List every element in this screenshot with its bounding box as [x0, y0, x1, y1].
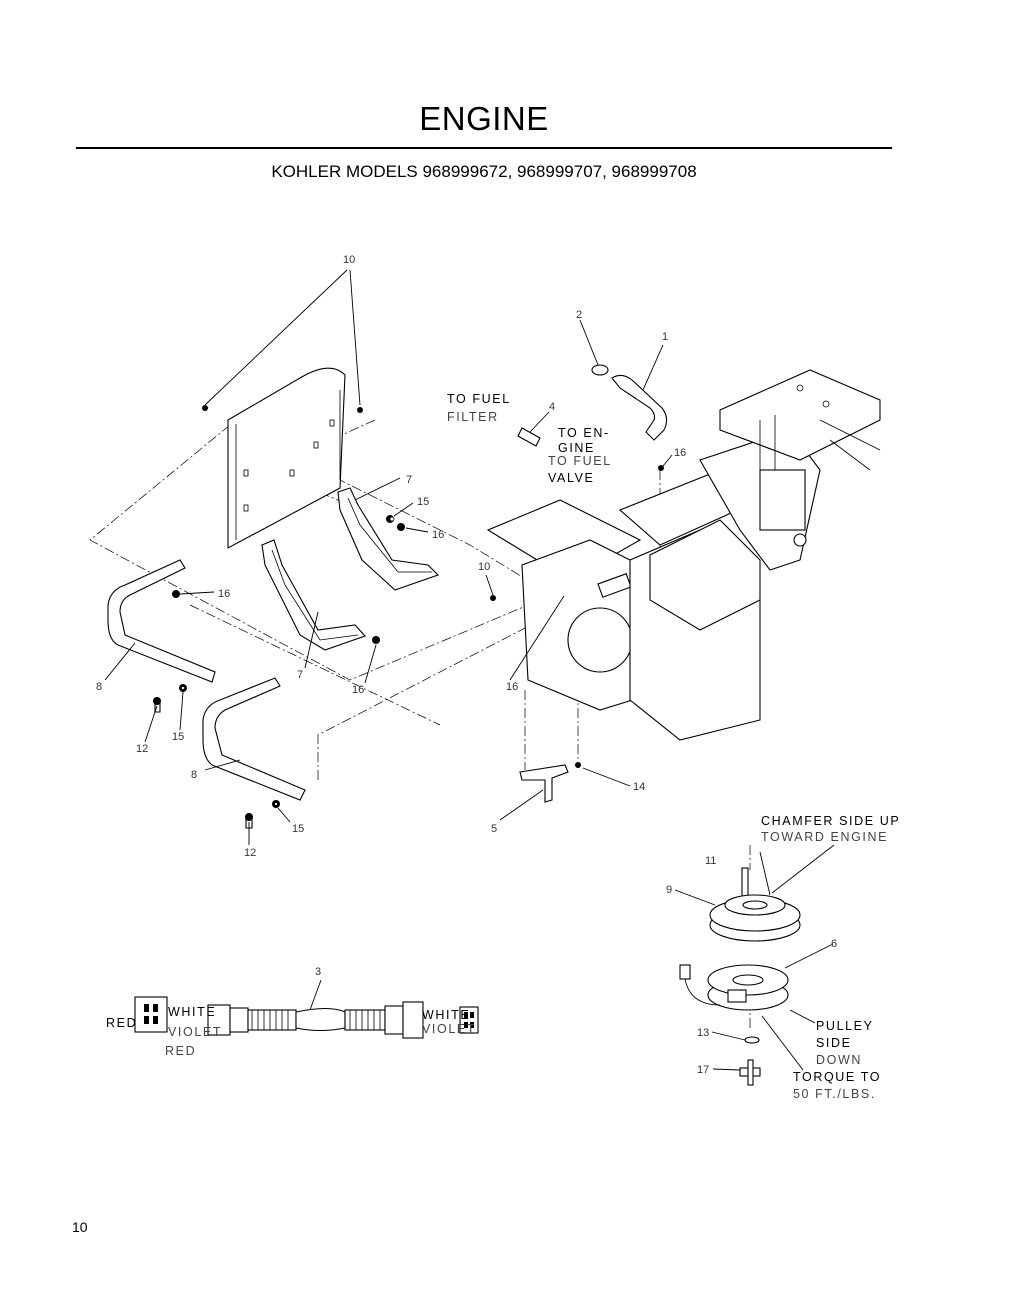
annotations: TO FUEL FILTER TO EN- GINE TO FUEL VALVE…: [447, 392, 900, 1101]
wire-label-red-left: RED: [106, 1016, 137, 1030]
note-pulley-line1: PULLEY: [816, 1019, 874, 1033]
callout-15-upper: 15: [417, 496, 429, 508]
callout-12-lower: 12: [244, 847, 256, 859]
callout-16-frame: 16: [674, 447, 686, 459]
callout-16-frame-lower: 16: [506, 681, 518, 693]
callout-12-upper: 12: [136, 743, 148, 755]
callout-15-mid: 15: [172, 731, 184, 743]
callout-11: 11: [705, 855, 716, 867]
callout-13: 13: [697, 1027, 709, 1039]
callout-16-upper: 16: [432, 529, 444, 541]
callout-16-strap: 16: [218, 588, 230, 600]
note-to-fuel-valve-line2: VALVE: [548, 471, 594, 485]
callout-8-lower: 8: [191, 769, 197, 781]
leader-lines: [104, 269, 835, 1071]
callout-1: 1: [662, 331, 668, 343]
wire-label-violet-left: VIOLET: [168, 1025, 222, 1039]
note-to-engine-line2: GINE: [558, 441, 595, 455]
bracket-5: [519, 764, 569, 803]
callout-2: 2: [576, 309, 582, 321]
note-torque-line1: TORQUE TO: [793, 1070, 881, 1084]
callout-9: 9: [666, 884, 672, 896]
callout-4: 4: [549, 401, 555, 413]
callout-10-top: 10: [343, 254, 355, 266]
engine-mount-plate: [227, 367, 346, 549]
bracket-7-upper: [337, 487, 440, 591]
callout-7-upper: 7: [406, 474, 412, 486]
note-torque-line2: 50 FT./LBS.: [793, 1087, 876, 1101]
note-pulley-line2: SIDE: [816, 1036, 852, 1050]
callout-17: 17: [697, 1064, 709, 1076]
title-rule: [76, 147, 892, 149]
note-pulley-line3: DOWN: [816, 1053, 862, 1067]
note-chamfer-line1: CHAMFER SIDE UP: [761, 814, 900, 828]
fuel-line: [517, 364, 668, 447]
wire-label-white-right: WHITE: [422, 1008, 470, 1022]
callout-numbers: 10 2 1 4 16 7 15 16 16 10 16 7 16 8 15 1…: [96, 254, 837, 1076]
callout-16-lower: 16: [352, 684, 364, 696]
pto-clutch-assembly: [679, 867, 801, 1086]
note-chamfer-line2: TOWARD ENGINE: [761, 830, 888, 844]
tractor-frame: [486, 369, 881, 741]
callout-8-upper: 8: [96, 681, 102, 693]
strap-8-lower: [202, 677, 306, 801]
wire-label-red-lower: RED: [165, 1044, 196, 1058]
callout-5: 5: [491, 823, 497, 835]
wire-label-violet-right: VIOLET: [422, 1022, 476, 1036]
page-title: ENGINE: [419, 100, 549, 137]
note-to-fuel-valve-line1: TO FUEL: [548, 454, 612, 468]
hardware-fasteners: [153, 405, 664, 829]
callout-3: 3: [315, 966, 321, 978]
callout-15-lower: 15: [292, 823, 304, 835]
note-to-fuel-filter-line1: TO FUEL: [447, 392, 511, 406]
note-to-fuel-filter-line2: FILTER: [447, 410, 499, 424]
callout-6: 6: [831, 938, 837, 950]
note-to-engine-line1: TO EN-: [558, 426, 610, 440]
strap-8-upper: [107, 559, 216, 683]
harness-labels: RED WHITE VIOLET RED WHITE VIOLET: [106, 1005, 476, 1058]
wiring-harness: [134, 996, 479, 1039]
callout-10-frame: 10: [478, 561, 490, 573]
page-subtitle: KOHLER MODELS 968999672, 968999707, 9689…: [271, 162, 697, 181]
wire-label-white-left: WHITE: [168, 1005, 216, 1019]
callout-14: 14: [633, 781, 645, 793]
callout-7-lower: 7: [297, 669, 303, 681]
page-number: 10: [72, 1219, 88, 1235]
bracket-7-lower: [261, 539, 366, 651]
